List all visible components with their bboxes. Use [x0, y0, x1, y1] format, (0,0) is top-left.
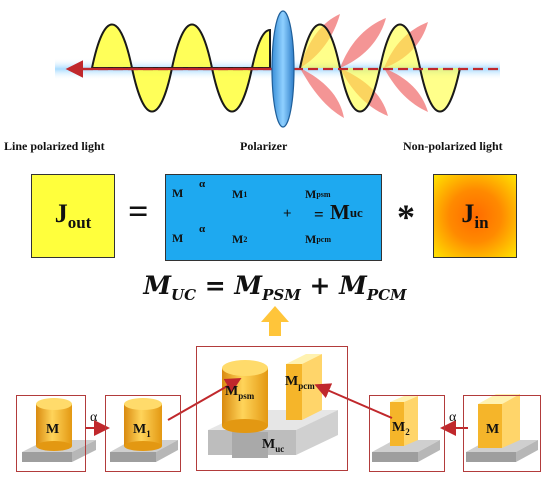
panel-m-left [16, 395, 86, 472]
eq-row-1: M [172, 186, 184, 200]
equals-sign: = [128, 191, 149, 231]
eq-row-2-alpha: α [199, 223, 206, 235]
formula-muc: MUC = MPSM + MPCM [143, 271, 407, 304]
arrow-m2-to-mpcm [314, 383, 393, 419]
panel-m2 [369, 395, 445, 472]
label-non-polarized: Non-polarized light [403, 139, 503, 153]
j-out-label: Jout [54, 198, 92, 233]
label-mpcm: Mpcm [285, 374, 315, 391]
label-mpsm: Mpsm [225, 384, 255, 401]
up-arrow [261, 306, 289, 336]
times-sign: * [397, 197, 415, 237]
eq-inner-equals: = [314, 205, 324, 224]
label-line-polarized: Line polarized light [4, 139, 105, 153]
label-polarizer: Polarizer [240, 139, 288, 153]
label-m1: M1 [133, 422, 151, 439]
j-out-box: Jout [31, 174, 115, 258]
label-m-left: M [46, 422, 60, 437]
label-m2: M2 [392, 420, 410, 437]
cube-m-left [22, 398, 96, 462]
label-m-right: M [486, 422, 500, 437]
j-in-box: Jin [433, 174, 517, 258]
label-alpha-right: α [449, 410, 457, 425]
polarizer-lens [271, 10, 295, 128]
panel-muc [196, 346, 348, 471]
polarized-wave-right [299, 23, 461, 113]
panel-m1 [105, 395, 181, 472]
eq-row-2: M [172, 231, 184, 245]
eq-row-1-alpha: α [199, 178, 206, 190]
arrow-m1-to-mpsm [167, 378, 242, 421]
panel-m-right [463, 395, 541, 472]
m-uc-box [165, 174, 382, 261]
eq-plus: + [283, 206, 292, 222]
cube-m-right [466, 394, 538, 462]
j-in-label: Jin [461, 198, 489, 233]
cube-m2 [372, 396, 440, 462]
label-alpha-left: α [90, 410, 98, 425]
cube-m1 [110, 398, 178, 462]
cube-muc [208, 354, 338, 458]
label-muc: Muc [262, 437, 285, 454]
